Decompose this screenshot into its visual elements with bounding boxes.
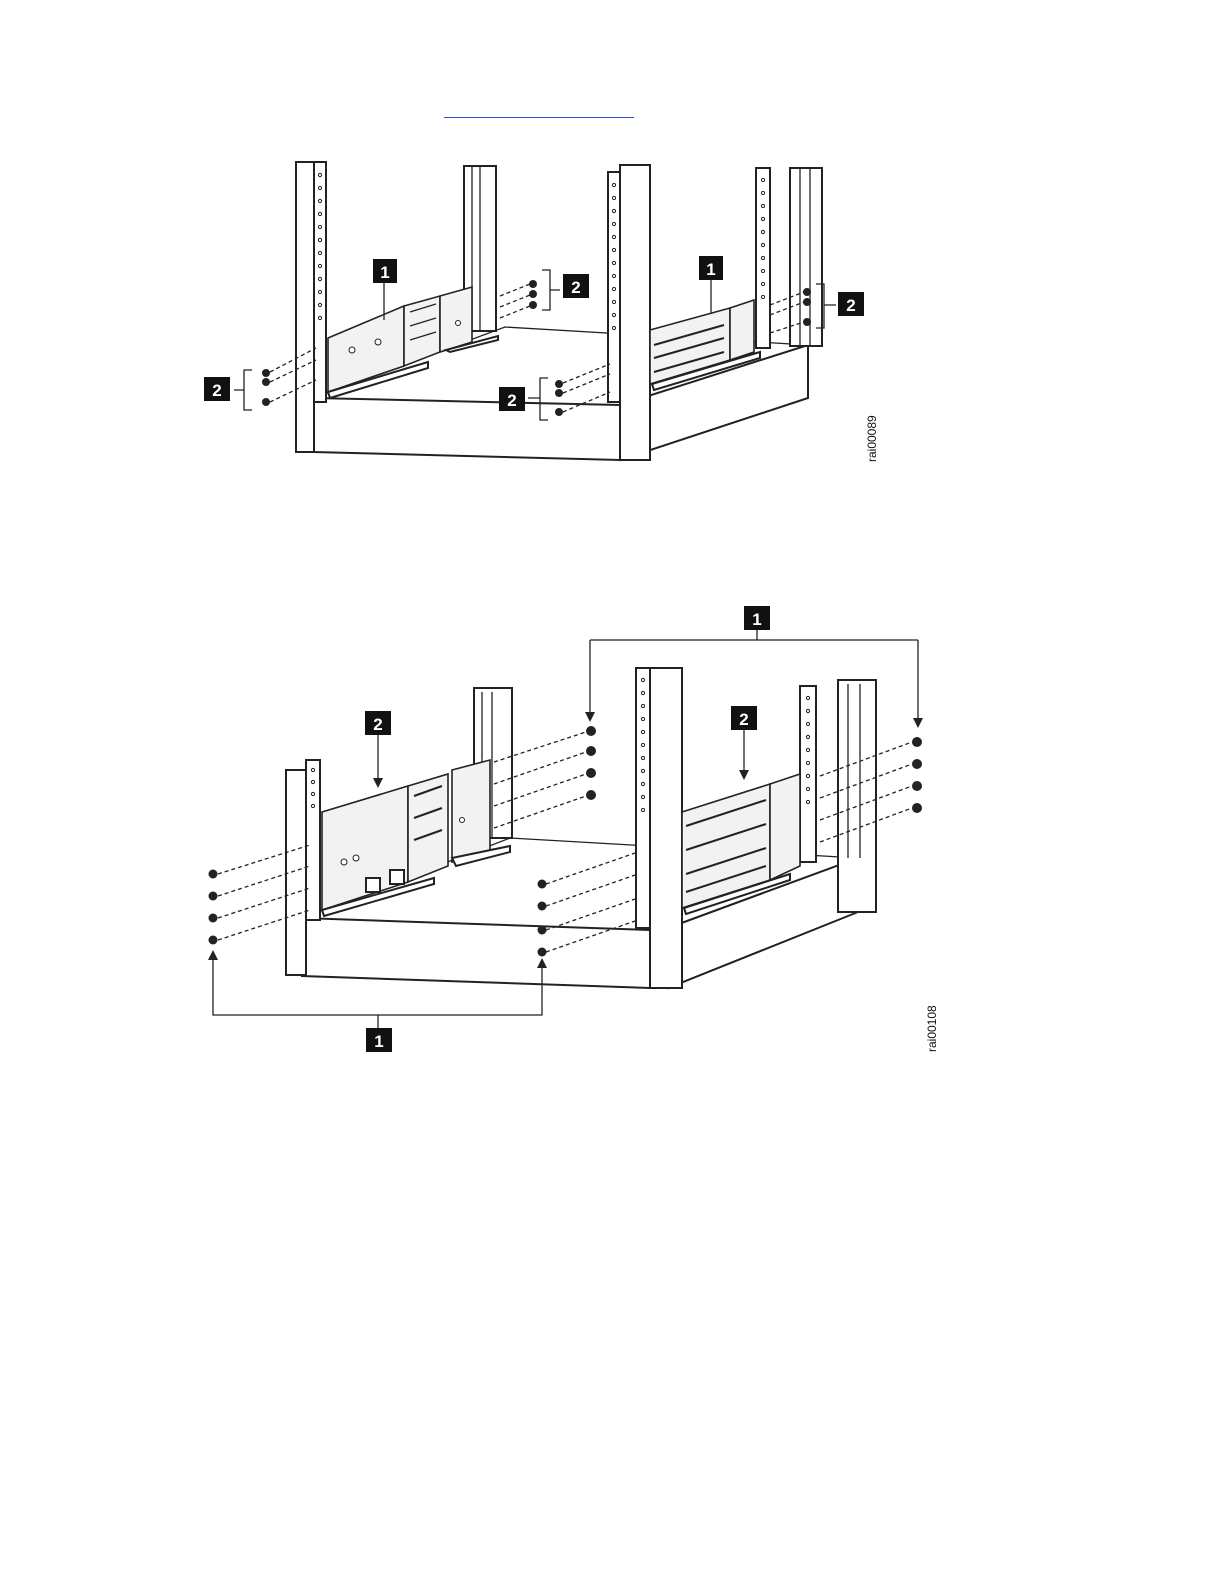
rack-base-front-2 (302, 918, 650, 988)
svg-text:2: 2 (373, 715, 382, 734)
rack-post-left-front-2 (286, 770, 306, 975)
svg-text:1: 1 (374, 1032, 383, 1051)
callout-2-left: 2 (365, 711, 391, 735)
callout-1-top: 1 (744, 606, 770, 630)
rail-holes-right-rear-2 (806, 696, 809, 803)
rack-post-right-rear-2 (838, 680, 876, 912)
callout-2-right: 2 (731, 706, 757, 730)
rack-post-center-front-2 (650, 668, 682, 988)
svg-text:2: 2 (739, 710, 748, 729)
svg-text:1: 1 (752, 610, 761, 629)
figure-id-2: rai00108 (925, 1005, 939, 1052)
callout-1-bottom: 1 (366, 1028, 392, 1052)
figure-rack-rails-bottom: 1 1 2 2 rai00108 (0, 0, 1224, 1100)
